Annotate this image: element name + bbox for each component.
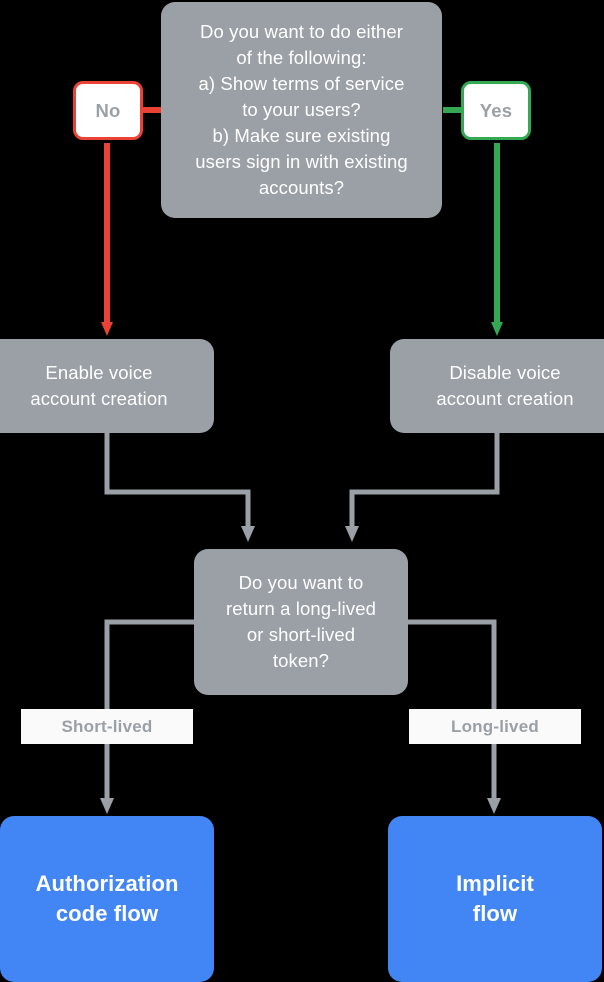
outcome-implicit-flow: Implicit flow: [388, 816, 602, 982]
answer-no-button[interactable]: No: [73, 81, 143, 140]
answer-yes-button[interactable]: Yes: [461, 81, 531, 140]
edge-label-long-lived-text: Long-lived: [451, 716, 539, 736]
enable-voice-label: Enable voice account creation: [30, 362, 168, 409]
outcome-authorization-code-flow-label: Authorization code flow: [35, 871, 179, 926]
question-top-box: Do you want to do either of the followin…: [161, 2, 442, 218]
question-token-text: Do you want to return a long-lived or sh…: [226, 572, 376, 671]
edge-label-long-lived: Long-lived: [409, 709, 581, 744]
connector-enable-to-token-question: [104, 433, 255, 542]
disable-voice-label: Disable voice account creation: [436, 362, 574, 409]
disable-voice-box: Disable voice account creation: [390, 339, 604, 433]
answer-yes-label: Yes: [479, 99, 513, 121]
connector-disable-to-token-question: [345, 433, 500, 542]
question-top-text: Do you want to do either of the followin…: [195, 21, 408, 198]
outcome-implicit-flow-label: Implicit flow: [456, 871, 534, 926]
question-token-box: Do you want to return a long-lived or sh…: [194, 549, 408, 695]
answer-no-label: No: [95, 99, 121, 121]
enable-voice-box: Enable voice account creation: [0, 339, 214, 433]
outcome-authorization-code-flow: Authorization code flow: [0, 816, 214, 982]
edge-label-short-lived: Short-lived: [21, 709, 193, 744]
edge-label-short-lived-text: Short-lived: [61, 716, 153, 736]
